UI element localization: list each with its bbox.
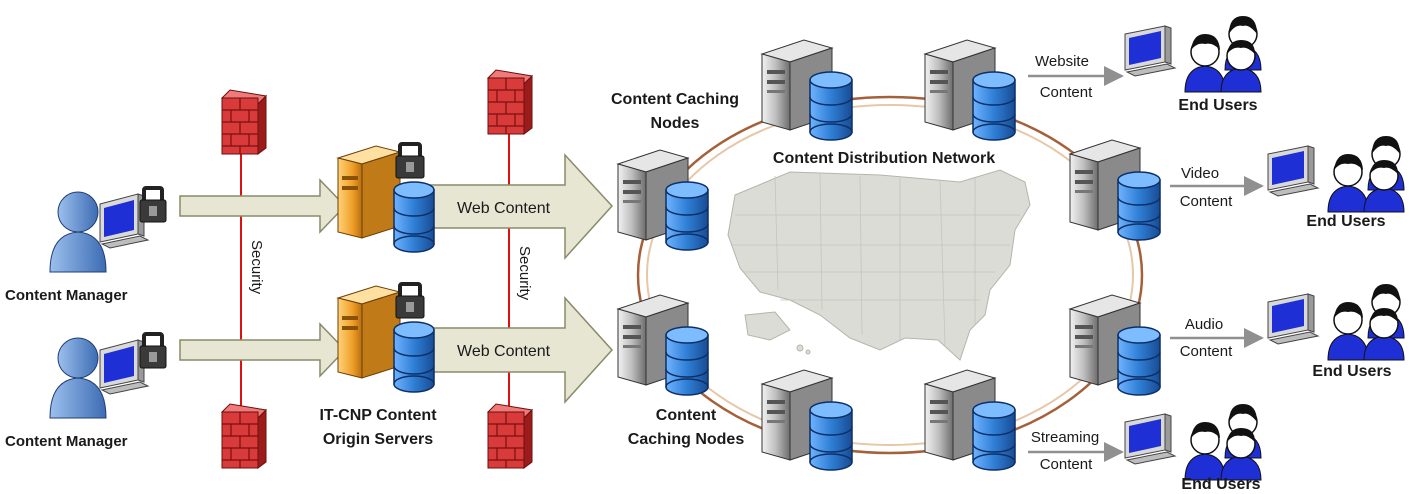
origin-server-icon	[336, 282, 436, 394]
map-icon	[727, 169, 1031, 361]
output-video-line2: Content	[1180, 193, 1233, 210]
server-icon	[1069, 139, 1161, 241]
output-streaming-line2: Content	[1040, 456, 1093, 473]
manager-arrow-top	[179, 178, 347, 234]
end-users-label-audio: End Users	[1312, 363, 1391, 380]
security-left-label: Security	[248, 240, 265, 295]
origin-server-icon	[336, 142, 436, 254]
end-users-icon	[1267, 135, 1405, 213]
origin-servers-label-line1: IT-CNP Content	[319, 407, 437, 424]
server-icon	[761, 39, 853, 141]
server-icon	[761, 369, 853, 471]
content-manager-top-icon	[48, 186, 168, 274]
manager-arrow-bottom	[179, 322, 347, 378]
web-content-bottom-label: Web Content	[457, 343, 551, 360]
web-content-arrow-top	[429, 153, 614, 260]
server-icon	[617, 149, 709, 251]
end-users-icon	[1267, 283, 1405, 361]
firewall-icon	[221, 89, 267, 155]
output-video-line1: Video	[1181, 165, 1219, 182]
content-manager-bottom-icon	[48, 332, 168, 420]
web-content-top-label: Web Content	[457, 200, 551, 217]
content-manager-top-label: Content Manager	[5, 287, 128, 304]
firewall-icon	[221, 403, 267, 469]
server-icon	[617, 294, 709, 396]
output-website-line1: Website	[1035, 53, 1089, 70]
caching-nodes-top-label-line1: Content Caching	[611, 91, 739, 108]
caching-nodes-bottom-label-line2: Caching Nodes	[628, 431, 745, 448]
caching-nodes-top-label-line2: Nodes	[651, 115, 700, 132]
web-content-arrow-bottom	[429, 296, 614, 404]
output-audio-line2: Content	[1180, 343, 1233, 360]
origin-servers-label-line2: Origin Servers	[323, 431, 433, 448]
cdn-ring	[636, 95, 1144, 455]
content-manager-bottom-label: Content Manager	[5, 433, 128, 450]
server-icon	[1069, 294, 1161, 396]
cdn-title: Content Distribution Network	[773, 150, 995, 167]
firewall-icon	[487, 403, 533, 469]
server-icon	[924, 39, 1016, 141]
end-users-icon	[1124, 403, 1262, 481]
end-users-label-streaming: End Users	[1181, 476, 1260, 493]
end-users-label-video: End Users	[1306, 213, 1385, 230]
end-users-icon	[1124, 15, 1262, 93]
end-users-label-website: End Users	[1178, 97, 1257, 114]
output-streaming-line1: Streaming	[1031, 429, 1099, 446]
output-website-line2: Content	[1040, 84, 1093, 101]
caching-nodes-bottom-label-line1: Content	[656, 407, 717, 424]
firewall-icon	[487, 69, 533, 135]
output-audio-line1: Audio	[1185, 316, 1223, 333]
server-icon	[924, 369, 1016, 471]
security-right-label: Security	[516, 246, 533, 301]
